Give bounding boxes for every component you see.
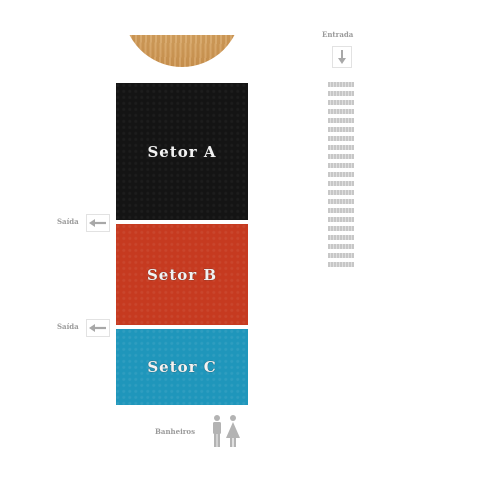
queue-bar: [328, 100, 354, 105]
queue-bar: [328, 109, 354, 114]
sector-a-label: Setor A: [147, 142, 217, 161]
sector-c[interactable]: Setor C: [116, 329, 248, 405]
exit-sign-2[interactable]: [86, 319, 110, 337]
queue-bar: [328, 136, 354, 141]
queue-bar: [328, 154, 354, 159]
queue-bar: [328, 118, 354, 123]
queue-bar: [328, 145, 354, 150]
exit-label-1: Saída: [57, 217, 79, 226]
entrance-queue: [328, 82, 354, 271]
entrance-label: Entrada: [322, 30, 354, 39]
queue-bar: [328, 244, 354, 249]
queue-bar: [328, 262, 354, 267]
sector-b-label: Setor B: [146, 265, 218, 284]
sector-a[interactable]: Setor A: [116, 83, 248, 220]
queue-bar: [328, 208, 354, 213]
stage-table: [123, 35, 241, 67]
queue-bar: [328, 163, 354, 168]
arrow-left-icon: [89, 219, 106, 227]
queue-bar: [328, 235, 354, 240]
queue-bar: [328, 82, 354, 87]
queue-bar: [328, 91, 354, 96]
stage-table-surface: [123, 35, 241, 67]
queue-bar: [328, 217, 354, 222]
restroom-label: Banheiros: [155, 427, 196, 436]
queue-bar: [328, 190, 354, 195]
queue-bar: [328, 253, 354, 258]
entrance-sign[interactable]: [332, 46, 352, 68]
queue-bar: [328, 172, 354, 177]
queue-bar: [328, 226, 354, 231]
arrow-down-icon: [338, 50, 346, 64]
queue-bar: [328, 127, 354, 132]
queue-bar: [328, 181, 354, 186]
arrow-left-icon: [89, 324, 106, 332]
restroom-icon[interactable]: [209, 414, 241, 450]
exit-sign-1[interactable]: [86, 214, 110, 232]
sector-b[interactable]: Setor B: [116, 224, 248, 325]
sector-c-label: Setor C: [147, 358, 217, 376]
queue-bar: [328, 199, 354, 204]
exit-label-2: Saída: [57, 322, 79, 331]
